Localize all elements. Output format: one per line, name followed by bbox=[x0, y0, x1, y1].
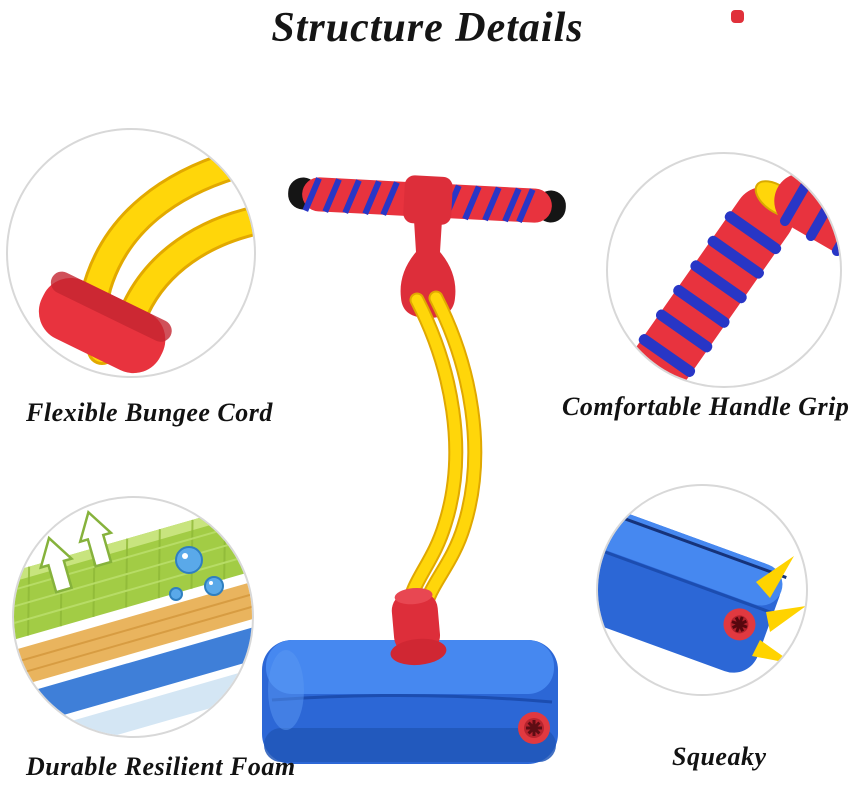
handle-grip-closeup-icon bbox=[621, 170, 840, 386]
bungee-cords bbox=[400, 290, 483, 620]
water-droplets bbox=[169, 546, 224, 601]
squeaker bbox=[723, 608, 756, 641]
breathable-arrows bbox=[38, 509, 114, 594]
squeaky-label: Squeaky bbox=[672, 742, 767, 771]
foam-block bbox=[598, 507, 787, 673]
bungee-cord-label: Flexible Bungee Cord bbox=[26, 398, 273, 427]
squeaker bbox=[518, 712, 550, 744]
red-dot bbox=[731, 10, 744, 23]
foam-layers-closeup-icon bbox=[14, 501, 252, 736]
foam-layers bbox=[14, 501, 252, 736]
foam-base bbox=[262, 640, 558, 764]
squeaker-closeup-icon bbox=[598, 507, 806, 673]
bungee-cord-callout bbox=[6, 128, 256, 378]
cord-connector bbox=[390, 587, 447, 666]
squeaker-callout bbox=[596, 484, 808, 696]
handlebar bbox=[288, 175, 566, 225]
handle-grip-label: Comfortable Handle Grip bbox=[562, 392, 850, 421]
foam-layers-callout bbox=[12, 496, 254, 738]
handle-grip-callout bbox=[606, 152, 842, 388]
handle-neck bbox=[400, 220, 456, 318]
foam-cuff bbox=[38, 271, 172, 374]
foam-label: Durable Resilient Foam bbox=[26, 752, 296, 781]
bungee-cord-closeup-icon bbox=[38, 150, 254, 374]
page-title: Structure Details bbox=[271, 5, 584, 51]
